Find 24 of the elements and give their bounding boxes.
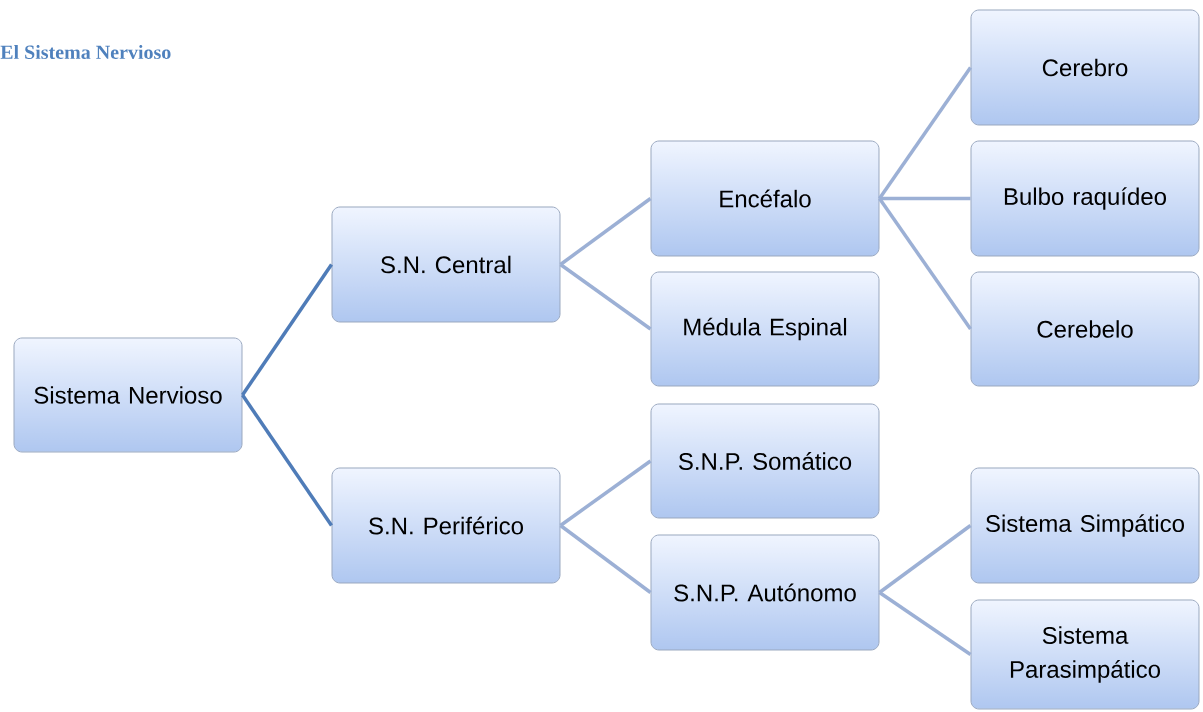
connector-line <box>559 524 652 594</box>
connector-line <box>241 263 333 396</box>
connector-line <box>878 524 972 594</box>
connector-line <box>241 394 333 527</box>
tree-box: Médula Espinal <box>650 271 880 387</box>
connector-line <box>559 459 652 527</box>
connector-line <box>878 591 972 656</box>
connector-line <box>559 263 652 331</box>
tree-box: Bulbo raquídeo <box>970 140 1200 257</box>
tree-box: S.N. Central <box>331 206 561 323</box>
tree-box: S.N.P. Somático <box>650 403 880 519</box>
connector-line <box>878 197 972 330</box>
connector-line <box>878 66 972 200</box>
tree-box: S.N. Periférico <box>331 467 561 584</box>
tree-box: Sistema Simpático <box>970 467 1200 584</box>
tree-box: Cerebelo <box>970 271 1200 387</box>
tree-box: S.N.P. Autónomo <box>650 534 880 651</box>
tree-box: Sistema Parasimpático <box>970 599 1200 710</box>
connector-line <box>559 197 652 266</box>
connector-line <box>879 196 971 201</box>
title: El Sistema Nervioso <box>0 44 171 60</box>
tree-box: Encéfalo <box>650 140 880 257</box>
tree-box: Cerebro <box>970 9 1200 126</box>
tree-box: Sistema Nervioso <box>13 337 243 453</box>
